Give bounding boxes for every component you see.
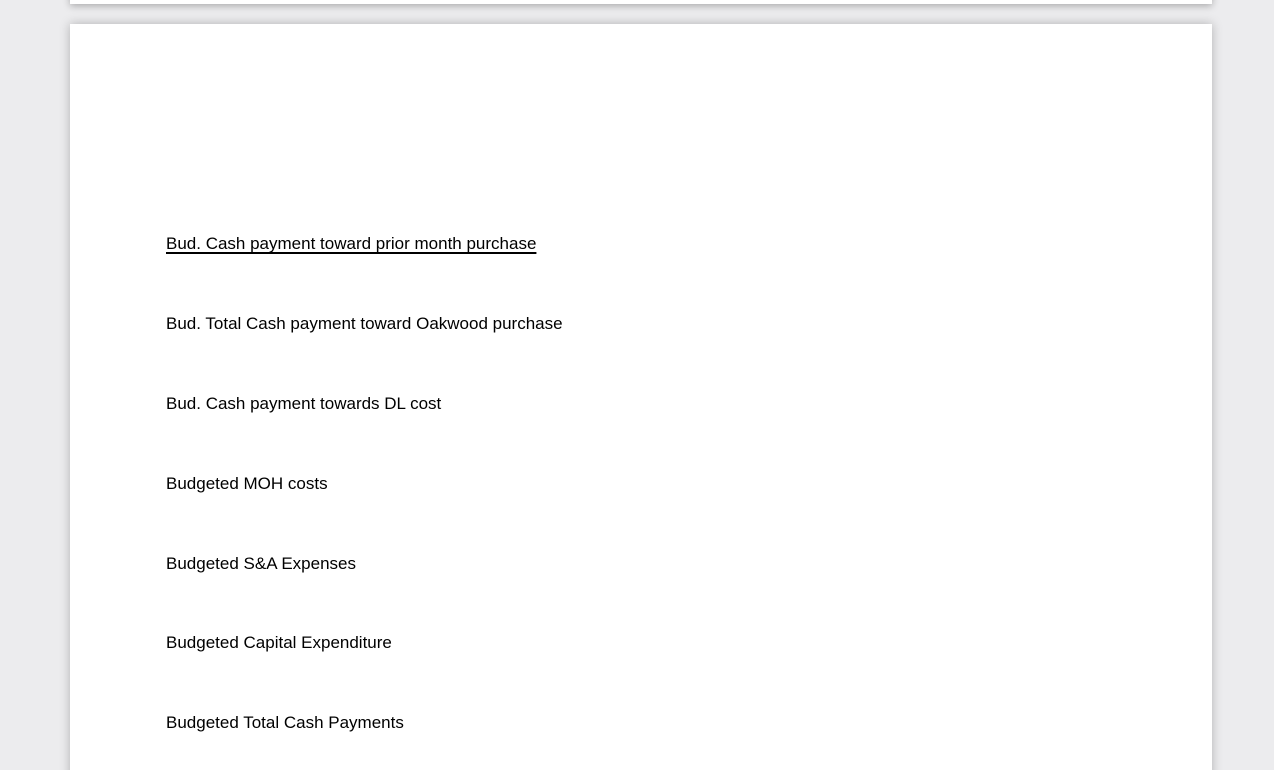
expense-line: Budgeted Capital Expenditure (166, 633, 392, 653)
expense-line: Bud. Cash payment towards DL cost (166, 393, 442, 413)
expense-line: Bud. Total Cash payment toward Oakwood p… (166, 314, 563, 334)
expense-line: Budgeted S&A Expenses (166, 553, 356, 573)
previous-page-bottom-edge (70, 0, 1212, 4)
expense-line: Budgeted Total Cash Payments (166, 713, 404, 733)
document-page: Bud. Cash payment toward prior month pur… (70, 24, 1212, 770)
expense-line: Budgeted MOH costs (166, 473, 328, 493)
expense-line: Bud. Cash payment toward prior month pur… (166, 234, 537, 254)
page-content: Bud. Cash payment toward prior month pur… (166, 125, 1176, 770)
